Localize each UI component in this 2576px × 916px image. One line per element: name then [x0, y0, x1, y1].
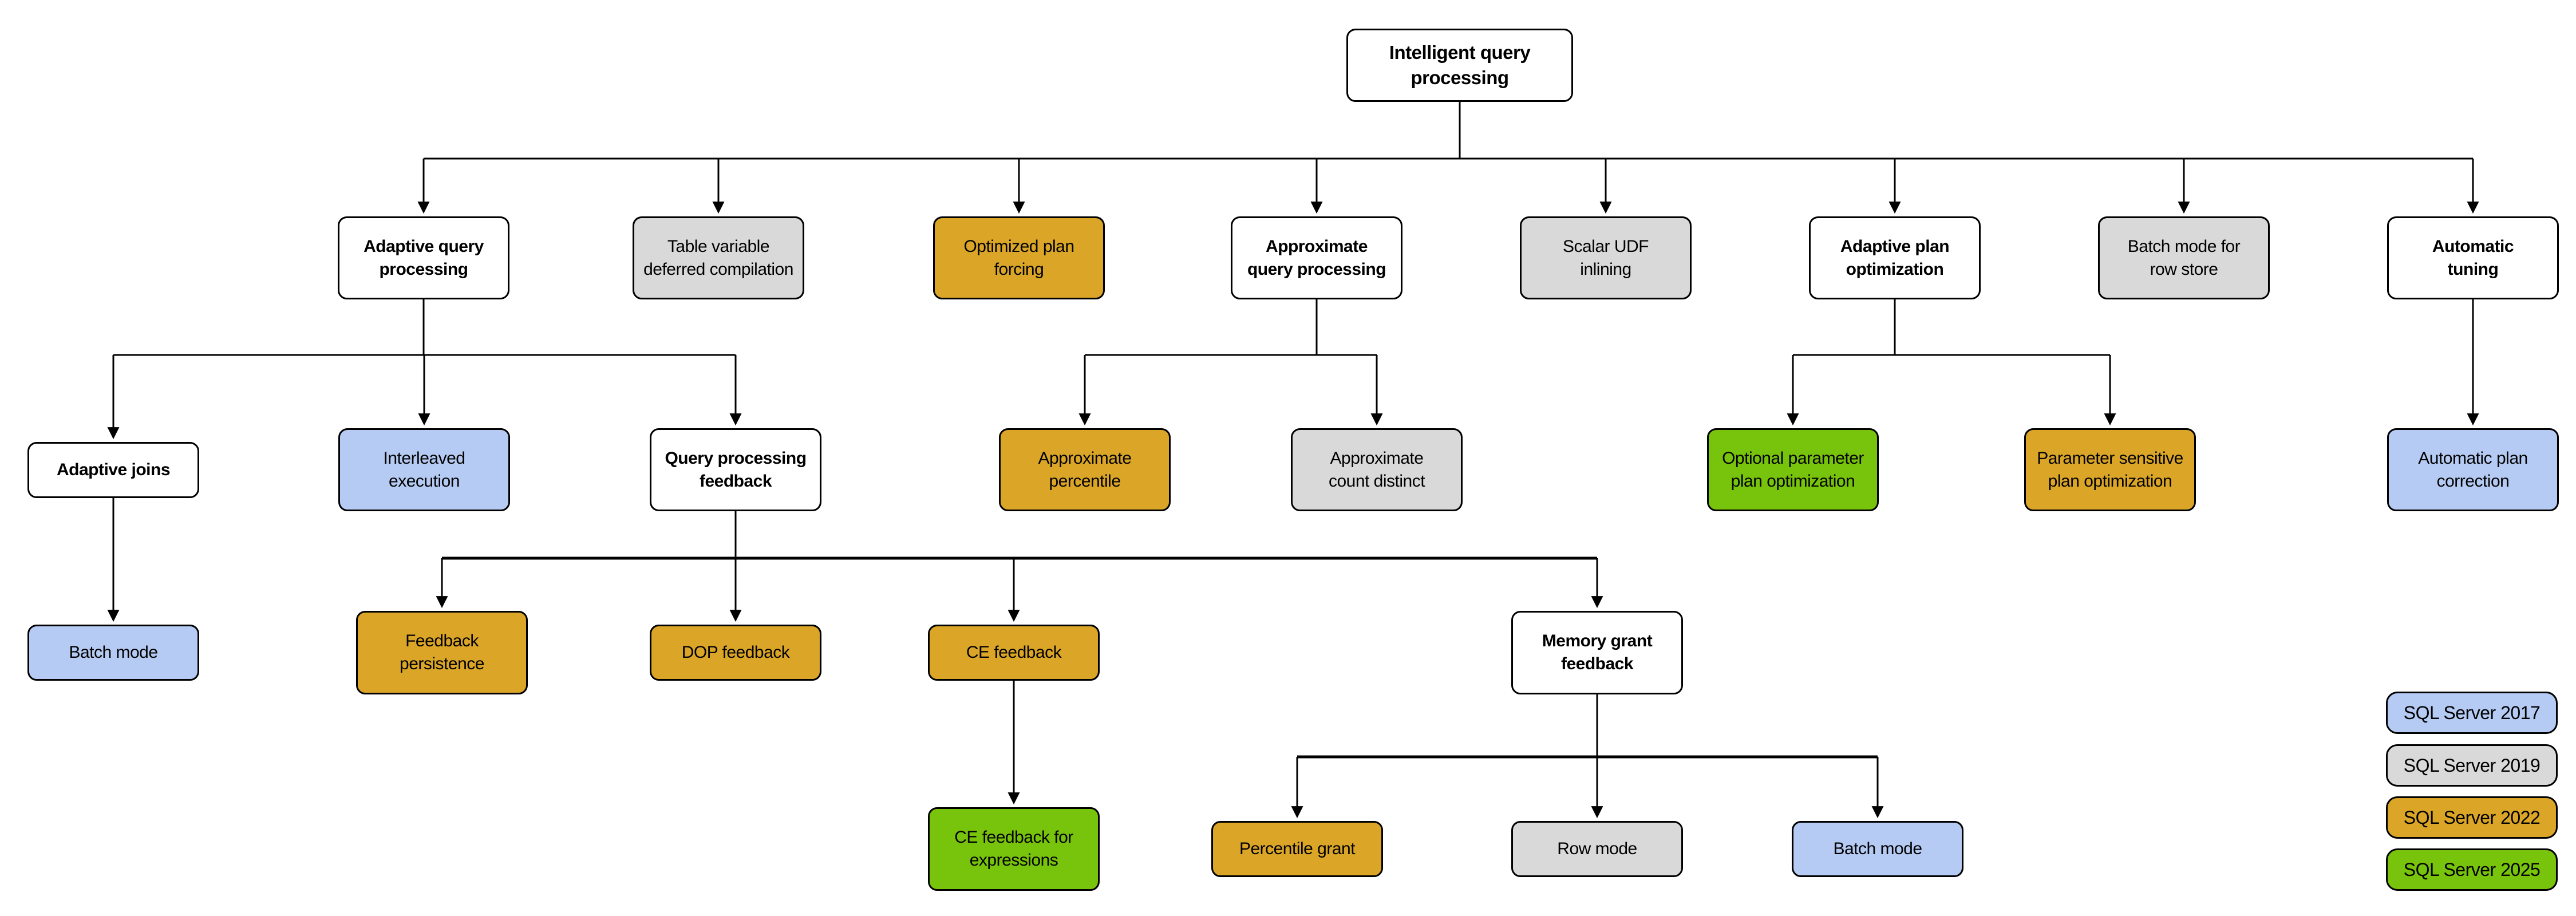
node-interleaved-execution: Interleaved execution — [338, 428, 510, 511]
node-approximate-count-distinct: Approximate count distinct — [1291, 428, 1463, 511]
node-ce-feedback-for-expressions: CE feedback for expressions — [928, 807, 1100, 891]
node-row-mode: Row mode — [1511, 821, 1683, 877]
node-adaptive-plan-optimization: Adaptive plan optimization — [1809, 216, 1981, 299]
node-adaptive-joins: Adaptive joins — [27, 442, 199, 498]
node-optional-parameter-plan-optimization: Optional parameter plan optimization — [1707, 428, 1879, 511]
node-feedback-persistence: Feedback persistence — [356, 611, 528, 694]
legend-sql-server-2019: SQL Server 2019 — [2386, 744, 2558, 787]
node-intelligent-query-processing: Intelligent query processing — [1346, 29, 1573, 102]
node-automatic-plan-correction: Automatic plan correction — [2387, 428, 2559, 511]
node-automatic-tuning: Automatic tuning — [2387, 216, 2559, 299]
node-batch-mode-for-row-store: Batch mode for row store — [2098, 216, 2270, 299]
node-memory-grant-feedback: Memory grant feedback — [1511, 611, 1683, 694]
node-scalar-udf-inlining: Scalar UDF inlining — [1520, 216, 1692, 299]
connector-qp-feedback — [436, 511, 1603, 622]
node-approximate-query-processing: Approximate query processing — [1231, 216, 1402, 299]
connector-root — [417, 102, 2479, 214]
node-batch-mode-memory-grant: Batch mode — [1792, 821, 1963, 877]
node-approximate-percentile: Approximate percentile — [999, 428, 1171, 511]
connector-adaptive-qp — [107, 299, 742, 440]
connector-memory-grant-feedback — [1291, 694, 1884, 819]
node-table-variable-deferred-compilation: Table variable deferred compilation — [633, 216, 804, 299]
node-ce-feedback: CE feedback — [928, 625, 1100, 681]
node-query-processing-feedback: Query processing feedback — [650, 428, 821, 511]
node-parameter-sensitive-plan-optimization: Parameter sensitive plan optimization — [2024, 428, 2196, 511]
node-percentile-grant: Percentile grant — [1211, 821, 1383, 877]
node-optimized-plan-forcing: Optimized plan forcing — [933, 216, 1105, 299]
legend-sql-server-2022: SQL Server 2022 — [2386, 796, 2558, 839]
legend-sql-server-2017: SQL Server 2017 — [2386, 692, 2558, 734]
node-dop-feedback: DOP feedback — [650, 625, 821, 681]
connector-adaptive-plan-opt — [1787, 299, 2116, 426]
connector-approximate-qp — [1078, 299, 1383, 426]
legend-sql-server-2025: SQL Server 2025 — [2386, 848, 2558, 891]
node-adaptive-query-processing: Adaptive query processing — [338, 216, 509, 299]
node-batch-mode-adaptive-joins: Batch mode — [27, 625, 199, 681]
